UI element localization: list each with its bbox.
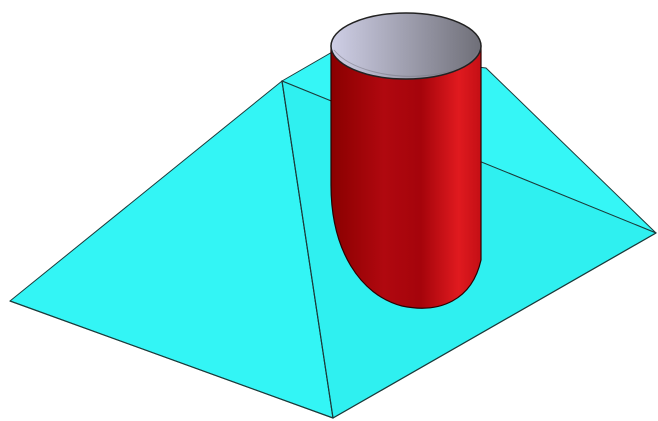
hood-base-edge-right [332, 232, 657, 419]
cylinder-inner-shadow [333, 49, 479, 77]
cylinder-opening-rim[interactable] [330, 12, 482, 80]
cylinder-duct[interactable] [330, 12, 482, 309]
hood-ridge-edge [281, 80, 334, 419]
cylinder-body[interactable] [330, 45, 482, 309]
hood-base-edge-left [9, 300, 334, 419]
hood-face-left[interactable] [8, 80, 334, 419]
